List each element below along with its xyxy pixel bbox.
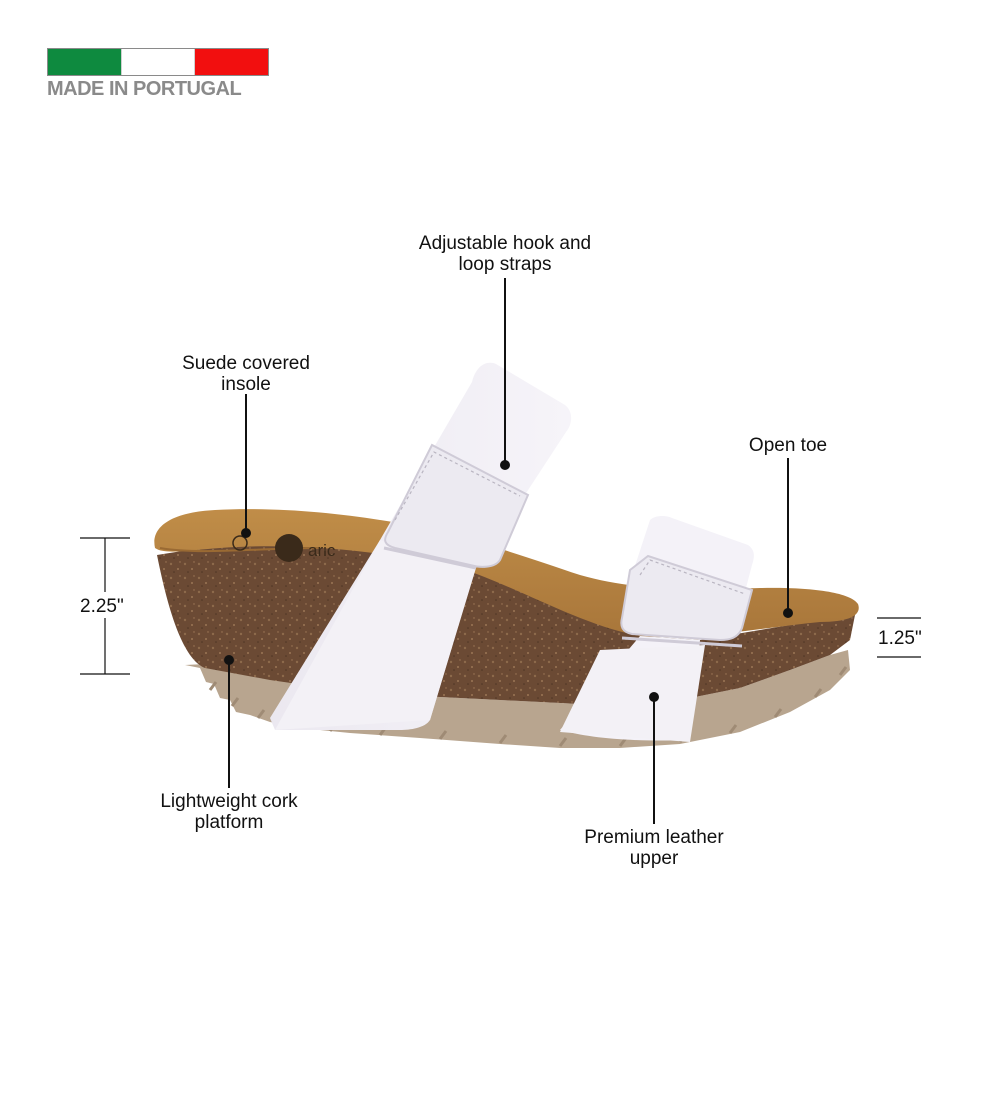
- heel-height-marker: [80, 537, 130, 675]
- cork-callout: Lightweight cork platform: [160, 791, 297, 833]
- straps-callout-line2: loop straps: [458, 254, 552, 275]
- leather-callout-line1: Premium leather: [584, 827, 724, 848]
- insole-callout: Suede covered insole: [182, 353, 310, 395]
- open-toe-callout: Open toe: [749, 435, 827, 456]
- flag-white-stripe: [120, 49, 196, 75]
- straps-callout: Adjustable hook and loop straps: [419, 233, 591, 275]
- toe-height-marker: [877, 617, 921, 658]
- heel-height-label: 2.25": [80, 596, 124, 617]
- straps-callout-line1: Adjustable hook and: [418, 233, 592, 254]
- flag-red-stripe: [195, 49, 269, 75]
- leather-callout-line2: upper: [629, 848, 679, 869]
- insole-callout-line1: Suede covered: [182, 353, 310, 374]
- cork-callout-line1: Lightweight cork: [160, 791, 298, 812]
- open-toe-callout-line1: Open toe: [748, 435, 828, 456]
- insole-callout-line2: insole: [221, 374, 271, 395]
- made-in-portugal-text: MADE IN PORTUGAL: [47, 78, 242, 100]
- front-strap: [560, 515, 754, 742]
- toe-height-label: 1.25": [878, 628, 922, 649]
- italian-flag-icon: [47, 48, 269, 76]
- rear-strap: [270, 362, 572, 730]
- made-in-portugal-badge: MADE IN PORTUGAL: [47, 48, 269, 101]
- callout-leaders: [224, 278, 793, 824]
- leather-callout: Premium leather upper: [584, 827, 723, 869]
- flag-green-stripe: [48, 49, 121, 75]
- svg-text:aric: aric: [308, 541, 336, 560]
- insole-logo: aric: [232, 534, 336, 562]
- cork-callout-line2: platform: [194, 812, 264, 833]
